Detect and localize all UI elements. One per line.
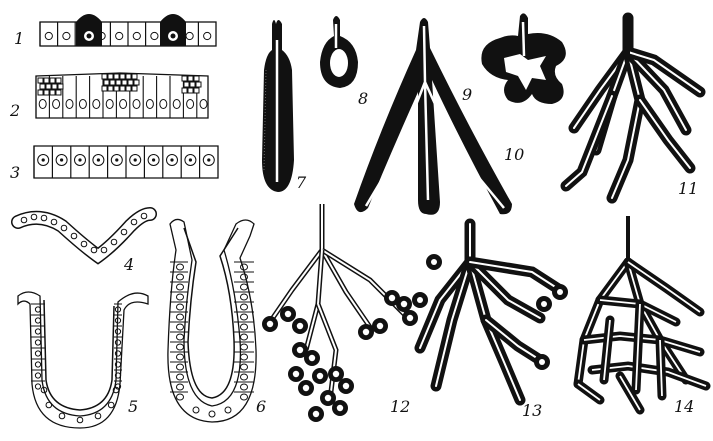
tubular-gland-with-lumen bbox=[168, 219, 256, 422]
label-3: 3 bbox=[10, 163, 20, 182]
anastomosing-tubular-gland bbox=[578, 216, 706, 410]
label-10: 10 bbox=[504, 145, 524, 164]
epithelium-with-intraepithelial-glands bbox=[36, 73, 208, 118]
label-14: 14 bbox=[674, 397, 694, 416]
label-1: 1 bbox=[14, 29, 24, 48]
label-12: 12 bbox=[390, 397, 410, 416]
label-5: 5 bbox=[128, 397, 138, 416]
label-2: 2 bbox=[9, 101, 20, 120]
label-7: 7 bbox=[296, 173, 307, 192]
label-4: 4 bbox=[123, 255, 134, 274]
simple-tubular-gland-solid bbox=[262, 20, 294, 192]
shallow-invagination bbox=[18, 213, 150, 256]
branched-alveolar-gland bbox=[481, 13, 565, 104]
compound-tubuloalveolar-gland bbox=[412, 224, 568, 400]
label-9: 9 bbox=[462, 85, 472, 104]
simple-alveolar-gland bbox=[320, 16, 358, 88]
label-6: 6 bbox=[256, 397, 266, 416]
label-8: 8 bbox=[358, 89, 368, 108]
label-11: 11 bbox=[678, 179, 698, 198]
label-13: 13 bbox=[522, 401, 542, 420]
secretory-epithelium bbox=[34, 146, 218, 178]
compound-alveolar-gland bbox=[262, 204, 418, 422]
compound-tubular-gland bbox=[566, 14, 700, 198]
epithelium-with-goblet-cells bbox=[40, 14, 216, 46]
